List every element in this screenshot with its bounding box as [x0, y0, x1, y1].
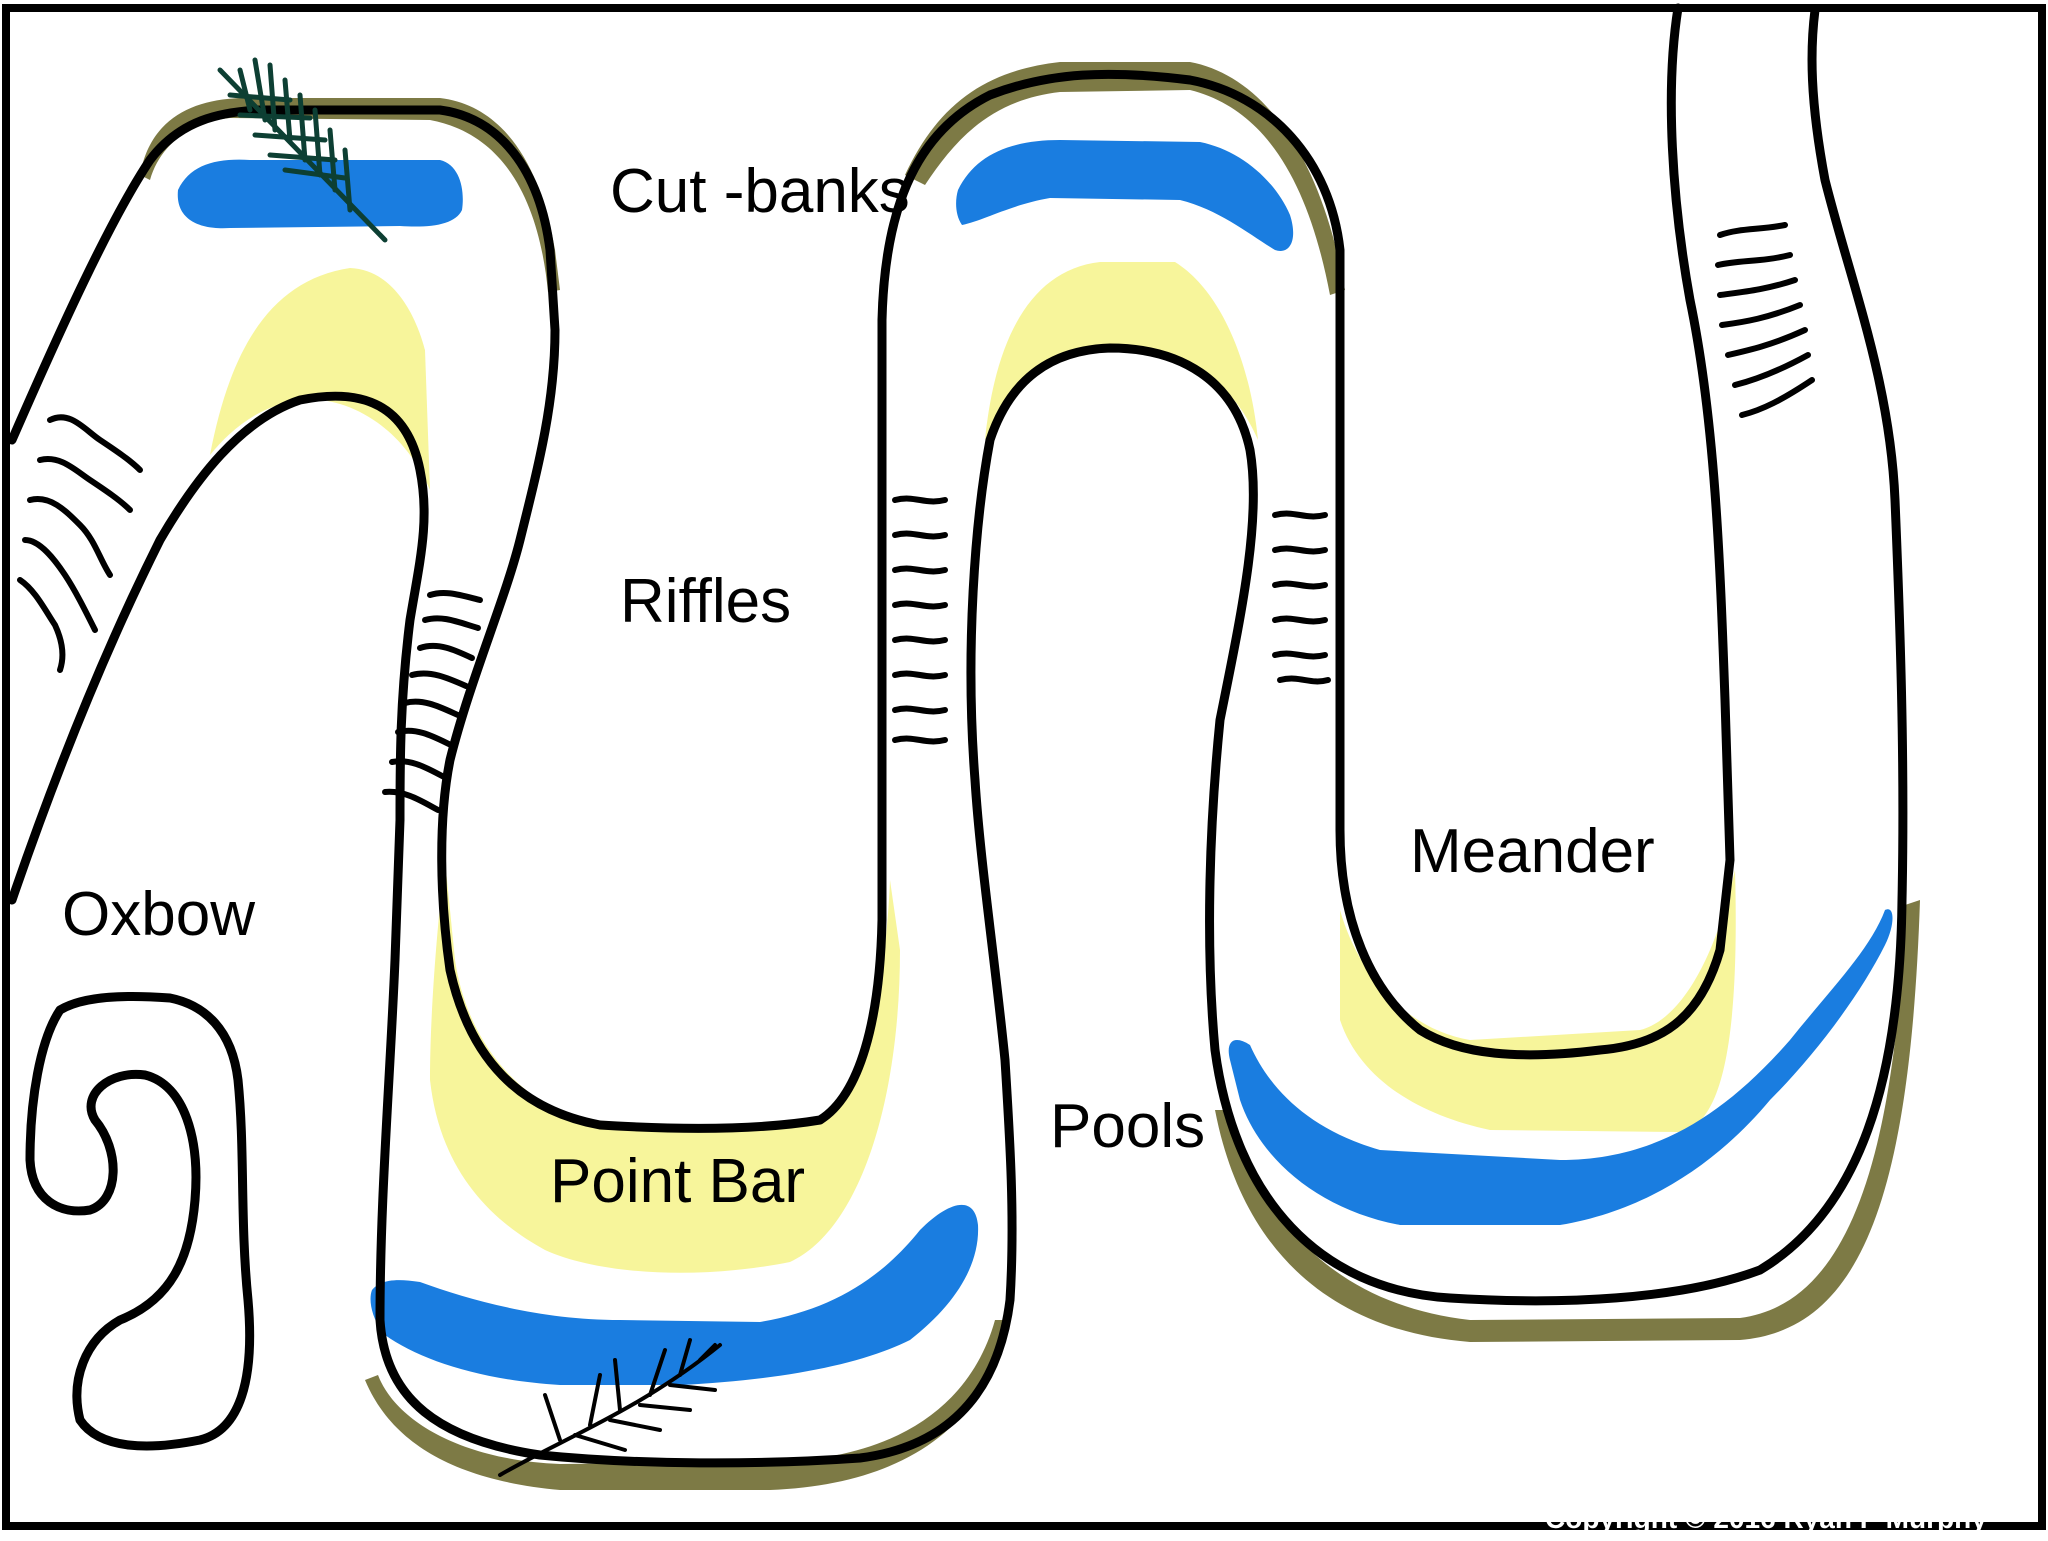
label-cut-banks: Cut -banks — [610, 157, 910, 226]
oxbow-lake — [25, 991, 255, 1451]
fallen-tree-bottom — [498, 1338, 722, 1477]
label-pools: Pools — [1050, 1092, 1205, 1161]
label-riffles: Riffles — [620, 567, 791, 636]
label-oxbow: Oxbow — [62, 880, 255, 949]
fallen-tree-top — [217, 57, 388, 243]
label-meander: Meander — [1410, 817, 1655, 886]
copyright-text: Copyright © 2016 Ryan P Murphy — [1545, 1503, 1987, 1534]
riffle-marks — [17, 222, 1815, 813]
river-banks — [7, 3, 1908, 1468]
diagram-frame — [2, 4, 2046, 1530]
point-bars — [210, 262, 1736, 1273]
pools — [177, 140, 1893, 1385]
label-point-bar: Point Bar — [550, 1147, 805, 1216]
cut-bank-soil — [140, 62, 1920, 1490]
